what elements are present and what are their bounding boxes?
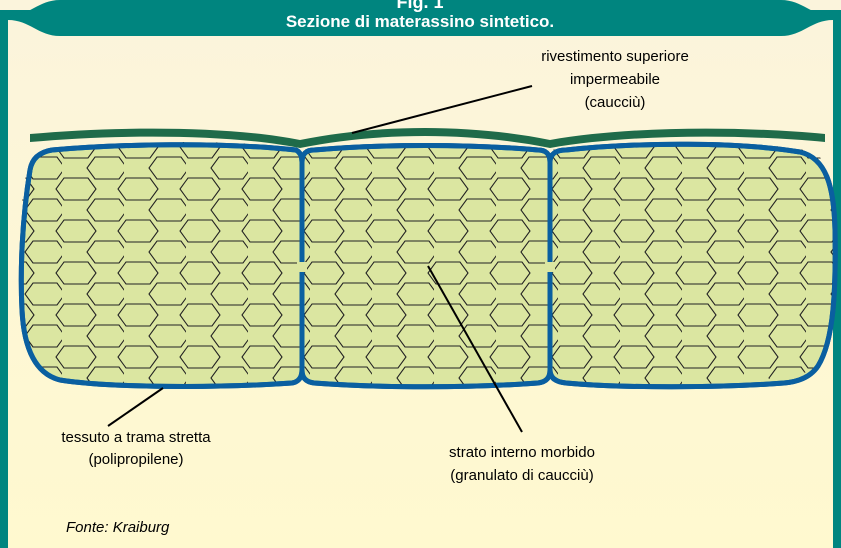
top-cover-layer [30,128,825,148]
label-top-cover-line1: rivestimento superiore [541,48,689,65]
label-fabric-line1: tessuto a trama stretta [61,429,211,446]
source-credit: Fonte: Kraiburg [66,519,170,536]
label-fabric-line2: (polipropilene) [88,451,183,468]
right-seam-gap [545,262,555,272]
label-fabric: tessuto a trama stretta (polipropilene) [61,429,211,468]
label-top-cover-line3: (caucciù) [585,94,646,111]
left-frame-border [0,14,8,548]
cell-outlines [18,141,838,390]
granulate-hexagons [22,141,835,386]
left-seam-gap [297,262,307,272]
leader-inner-layer [427,265,523,433]
label-inner-layer-line1: strato interno morbido [449,444,595,461]
leader-top-cover [351,85,533,134]
header-banner [8,0,833,36]
label-inner-layer: strato interno morbido (granulato di cau… [449,444,595,484]
label-top-cover-line2: impermeabile [570,71,660,88]
figure-title: Sezione di materassino sintetico. [286,12,554,31]
label-top-cover: rivestimento superiore impermeabile (cau… [541,48,689,111]
leader-fabric [107,387,164,427]
label-inner-layer-line2: (granulato di caucciù) [450,467,593,484]
figure-badge: Fig. 1 [396,0,443,12]
